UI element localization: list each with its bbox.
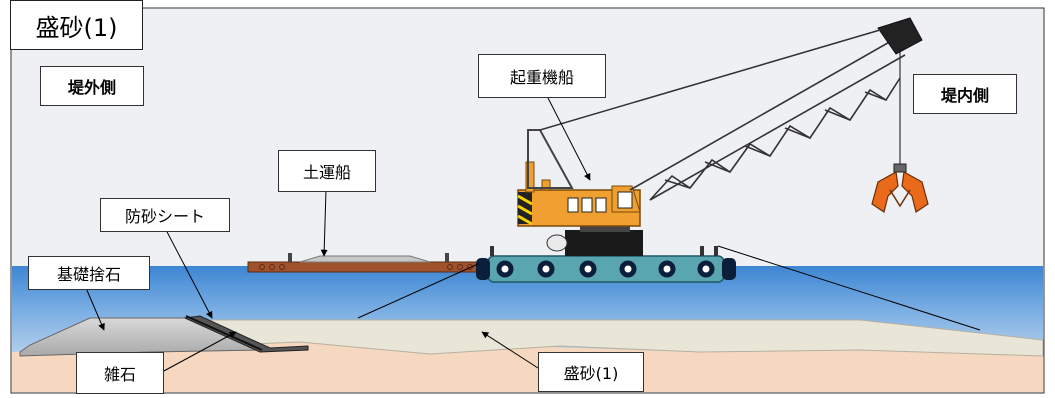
clamshell-bucket — [871, 163, 929, 213]
crane-base — [546, 224, 643, 256]
callout-sand-fill — [481, 331, 539, 369]
callout-sand-sheet — [164, 227, 213, 319]
leader-seaward — [357, 263, 479, 319]
leader-landward — [717, 245, 981, 331]
crane-barge-hull — [476, 246, 736, 283]
callout-rubble — [161, 331, 237, 373]
earth-barge-label: 土運船 — [278, 150, 376, 192]
callout-earth-barge — [320, 189, 328, 257]
sand-sheet-label: 防砂シート — [100, 198, 230, 232]
crane-cab — [517, 161, 641, 227]
callout-crane-barge — [547, 97, 591, 181]
callout-foundation-rubble — [85, 287, 105, 331]
crane-pendant — [539, 29, 881, 131]
rubble-stones — [183, 315, 309, 353]
diagram-title: 盛砂(1) — [10, 0, 143, 50]
crane-boom-tip — [877, 17, 923, 55]
crane-boom — [629, 35, 906, 201]
seabed — [12, 342, 1043, 392]
earth-barge — [247, 253, 479, 273]
sand-fill-label: 盛砂(1) — [538, 352, 644, 392]
foundation-rubble-label: 基礎捨石 — [28, 256, 150, 290]
sand-sheet-line — [185, 315, 263, 351]
landward-side-label: 堤内側 — [913, 74, 1017, 114]
seaward-side-label: 堤外側 — [40, 66, 144, 106]
crane-barge-label: 起重機船 — [478, 54, 606, 98]
rubble-label: 雑石 — [76, 352, 164, 394]
